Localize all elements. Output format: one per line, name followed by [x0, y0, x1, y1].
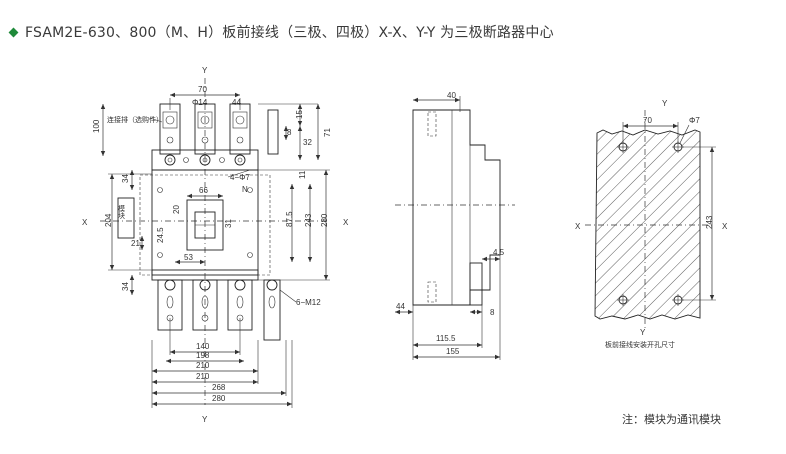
- dim-87-5: 87.5: [285, 211, 294, 227]
- cover-outline: [139, 174, 271, 276]
- panel-dim-243: 243: [705, 215, 714, 229]
- dim-34-bottom: 34: [121, 282, 130, 291]
- module-label: 模块: [118, 204, 126, 220]
- dim-15: 15: [295, 110, 304, 119]
- side-dim-40: 40: [447, 91, 456, 100]
- front-axis-y-bottom-label: Y: [202, 415, 208, 424]
- side-dim-4-5: 4.5: [493, 248, 505, 257]
- dim-11: 11: [298, 170, 307, 179]
- dim-70: 70: [198, 85, 207, 94]
- panel-caption: 板前接线安装开孔尺寸: [605, 340, 675, 349]
- dim-32: 32: [303, 138, 312, 147]
- dim-280: 280: [320, 213, 329, 227]
- terminal-plate-label: 连接排（选购件）: [107, 115, 163, 124]
- n-label: N: [242, 185, 248, 194]
- panel-dim-phi7: Φ7: [689, 116, 700, 125]
- handle-window: [186, 199, 224, 251]
- footnote: 注：模块为通讯模块: [622, 413, 721, 426]
- dim-268: 268: [212, 383, 226, 392]
- dim-34-top: 34: [121, 174, 130, 183]
- front-view: Y Y X X: [82, 66, 349, 424]
- dim-53: 53: [184, 253, 193, 262]
- dim-243: 243: [304, 213, 313, 227]
- top-busbars: [159, 103, 279, 155]
- panel-axis-x-right-label: X: [722, 222, 728, 231]
- dim-24-5: 24.5: [156, 227, 165, 243]
- dim-204: 204: [104, 213, 113, 227]
- panel-mounting-holes: [617, 141, 684, 306]
- dim-20: 20: [172, 205, 181, 214]
- side-dim-44: 44: [396, 302, 405, 311]
- module-box: [117, 197, 135, 239]
- holes-4-phi7-label: 4−Φ7: [230, 173, 251, 182]
- side-view: 40 4.5 44 8 115.5 155: [395, 91, 515, 360]
- panel-axis-x-left-label: X: [575, 222, 581, 231]
- panel-dim-70: 70: [643, 116, 652, 125]
- dim-66: 66: [199, 186, 208, 195]
- dim-210-a: 210: [196, 361, 210, 370]
- top-terminal-studs: [157, 154, 253, 258]
- dim-31: 31: [224, 219, 233, 228]
- dim-71: 71: [323, 128, 332, 137]
- front-axis-x-right-label: X: [343, 218, 349, 227]
- dim-280-bottom: 280: [212, 394, 226, 403]
- panel-axis-y-bottom-label: Y: [640, 328, 646, 337]
- dim-8: 8: [287, 128, 292, 137]
- screws-6-m12-label: 6−M12: [296, 298, 321, 307]
- panel-hatched-area: [594, 129, 701, 320]
- side-dim-8: 8: [490, 308, 495, 317]
- side-profile: [412, 109, 501, 306]
- side-dim-115-5: 115.5: [436, 334, 456, 343]
- front-axis-x-left-label: X: [82, 218, 88, 227]
- dim-44: 44: [232, 98, 241, 107]
- side-dim-155: 155: [446, 347, 460, 356]
- dim-21: 21: [131, 239, 140, 248]
- bottom-busbars: [157, 279, 281, 341]
- title-row: FSAM2E-630、800（M、H）板前接线（三极、四极）X-X、Y-Y 为三…: [8, 22, 554, 42]
- dim-100: 100: [92, 119, 101, 133]
- page-title: FSAM2E-630、800（M、H）板前接线（三极、四极）X-X、Y-Y 为三…: [25, 25, 554, 41]
- panel-view: Y Y X X 70 Φ7 243 板前接线安装开孔尺寸: [575, 99, 728, 349]
- dim-phi14: Φ14: [192, 98, 208, 107]
- panel-axis-y-top-label: Y: [662, 99, 668, 108]
- front-axis-y-top-label: Y: [202, 66, 208, 75]
- dim-140: 140: [196, 342, 210, 351]
- dim-210-b: 210: [196, 372, 210, 381]
- dim-198: 198: [196, 351, 210, 360]
- top-terminal-block: [151, 149, 259, 171]
